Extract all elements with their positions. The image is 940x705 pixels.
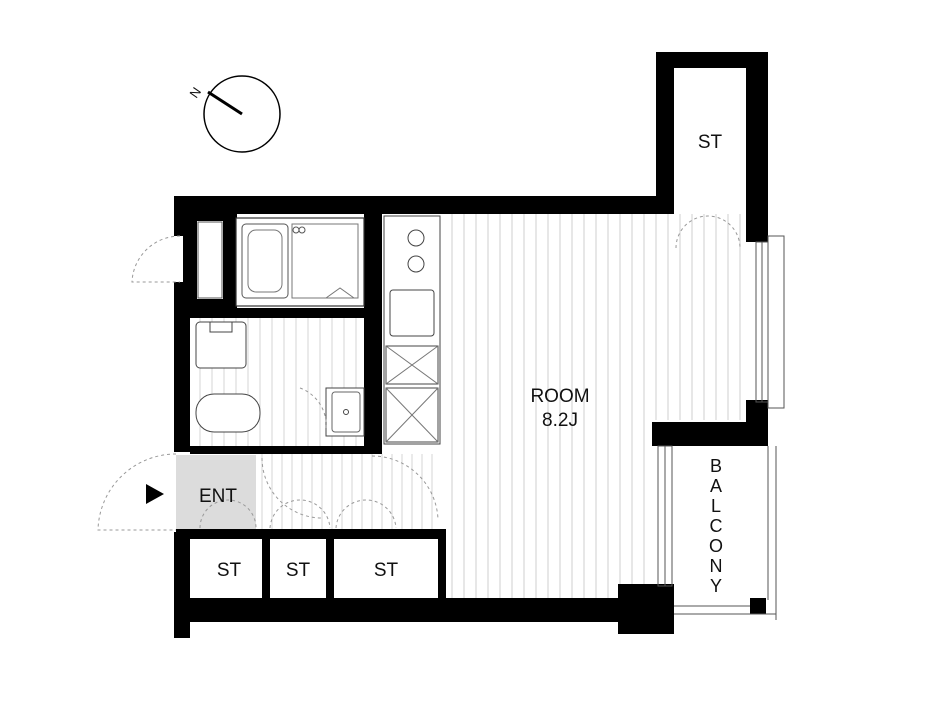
bathtub bbox=[235, 217, 365, 307]
storage-2-label: ST bbox=[286, 560, 311, 581]
kitchen-counter bbox=[383, 215, 441, 445]
balcony-letter: Y bbox=[710, 576, 722, 596]
entrance-door-swing bbox=[97, 453, 177, 531]
balcony-letter: O bbox=[709, 536, 723, 556]
balcony-letter: L bbox=[711, 496, 721, 516]
wash-basin bbox=[325, 387, 365, 437]
entrance-arrow-icon bbox=[146, 484, 164, 504]
storage-top-label: ST bbox=[698, 132, 723, 153]
entrance-floor bbox=[176, 455, 256, 529]
entrance-label: ENT bbox=[199, 486, 237, 507]
balcony-letter: B bbox=[710, 456, 722, 476]
compass bbox=[203, 75, 281, 153]
balcony-railing bbox=[657, 445, 777, 620]
storage-1-label: ST bbox=[217, 560, 242, 581]
toilet bbox=[195, 321, 261, 433]
room-floor-pattern bbox=[451, 214, 741, 598]
room-label: ROOM bbox=[530, 386, 589, 407]
walls bbox=[174, 52, 768, 638]
balcony-letter: A bbox=[710, 476, 722, 496]
compass-needle bbox=[207, 90, 243, 116]
compass-north-label: N bbox=[186, 84, 204, 100]
balcony-letter: C bbox=[710, 516, 723, 536]
room-area-label: 8.2J bbox=[542, 410, 578, 431]
washroom-door-swing bbox=[299, 387, 327, 431]
room-window bbox=[755, 235, 785, 409]
balcony-letter: N bbox=[710, 556, 723, 576]
storage-3-label: ST bbox=[374, 560, 399, 581]
hall-floor-pattern bbox=[261, 454, 433, 529]
